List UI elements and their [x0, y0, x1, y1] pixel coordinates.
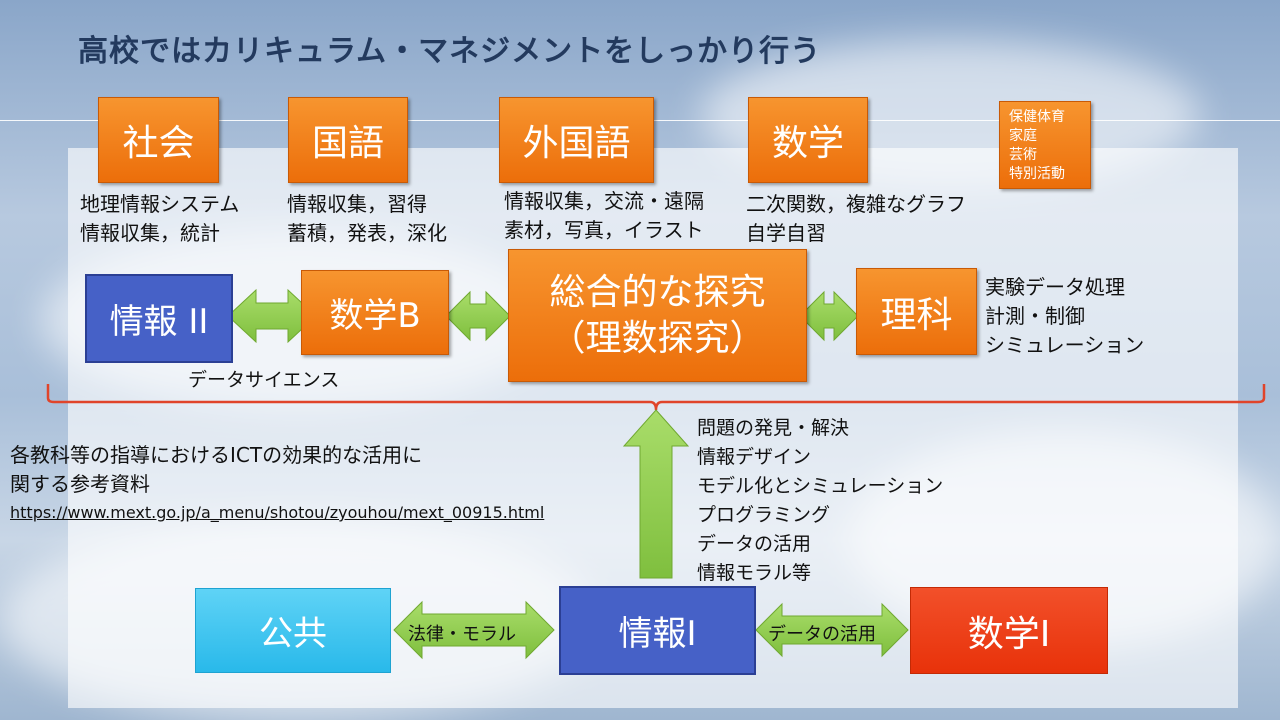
other-subject-pe: 保健体育 — [1009, 109, 1065, 125]
data-science-label: データサイエンス — [188, 369, 340, 391]
foreign-note-line: 情報収集，交流・遠隔 — [504, 189, 704, 213]
page-title: 高校ではカリキュラム・マネジメントをしっかり行う — [78, 34, 822, 69]
subject-foreign-language: 外国語 — [499, 97, 654, 183]
double-arrow-info1-math1 — [755, 602, 909, 658]
subject-japanese: 国語 — [288, 97, 408, 183]
inquiry-box: 総合的な探究 （理数探究） — [508, 249, 807, 382]
foreign-note: 情報収集，交流・遠隔 素材，写真，イラスト — [504, 187, 704, 245]
info1-box: 情報Ⅰ — [559, 586, 756, 675]
social-note-line: 情報収集，統計 — [80, 221, 220, 245]
science-note-line: 計測・制御 — [985, 304, 1085, 328]
japanese-note-line: 情報収集，習得 — [287, 192, 427, 216]
japanese-note: 情報収集，習得 蓄積，発表，深化 — [287, 190, 447, 248]
other-subjects-box: 保健体育 家庭 芸術 特別活動 — [999, 101, 1091, 189]
public-box: 公共 — [195, 588, 391, 673]
reference-text: 各教科等の指導におけるICTの効果的な活用に 関する参考資料 — [10, 441, 422, 499]
math1-box: 数学Ⅰ — [910, 587, 1108, 674]
other-subject-art: 芸術 — [1009, 147, 1037, 163]
subject-social: 社会 — [98, 97, 219, 183]
foreign-note-line: 素材，写真，イラスト — [504, 218, 704, 242]
math-note-line: 自学自習 — [746, 221, 826, 245]
japanese-note-line: 蓄積，発表，深化 — [287, 221, 447, 245]
reference-line: 関する参考資料 — [10, 472, 150, 496]
reference-line: 各教科等の指導におけるICTの効果的な活用に — [10, 443, 423, 467]
science-note: 実験データ処理 計測・制御 シミュレーション — [985, 273, 1144, 360]
up-arrow-info1 — [622, 409, 690, 579]
info1-topic: 情報モラル等 — [697, 562, 812, 584]
social-note: 地理情報システム 情報収集，統計 — [80, 190, 239, 248]
math-note-line: 二次関数，複雑なグラフ — [746, 192, 966, 216]
double-arrow-mathb-inquiry — [445, 290, 511, 342]
mathb-box: 数学B — [301, 270, 449, 355]
science-box: 理科 — [856, 268, 977, 355]
info2-box: 情報 II — [85, 274, 233, 363]
data-use-label: データの活用 — [768, 624, 876, 645]
info1-topic: 問題の発見・解決 — [697, 417, 850, 439]
double-arrow-inquiry-science — [799, 290, 859, 342]
other-subject-home: 家庭 — [1009, 128, 1037, 144]
social-note-line: 地理情報システム — [80, 192, 240, 216]
info1-topic: データの活用 — [697, 533, 812, 555]
subject-math: 数学 — [748, 97, 868, 183]
law-moral-label: 法律・モラル — [408, 624, 516, 645]
math-note: 二次関数，複雑なグラフ 自学自習 — [746, 190, 966, 248]
science-note-line: シミュレーション — [985, 333, 1145, 357]
info1-topic: 情報デザイン — [697, 446, 812, 468]
science-note-line: 実験データ処理 — [985, 275, 1125, 299]
double-arrow-public-info1 — [393, 600, 555, 660]
info1-topics: 問題の発見・解決 情報デザイン モデル化とシミュレーション プログラミング デー… — [697, 414, 943, 588]
inquiry-subtitle: （理数探究） — [549, 317, 766, 359]
info1-topic: モデル化とシミュレーション — [697, 475, 944, 497]
reference-link[interactable]: https://www.mext.go.jp/a_menu/shotou/zyo… — [10, 503, 545, 522]
inquiry-title: 総合的な探究 — [549, 271, 766, 313]
other-subject-activities: 特別活動 — [1009, 166, 1065, 182]
info1-topic: プログラミング — [697, 504, 831, 526]
